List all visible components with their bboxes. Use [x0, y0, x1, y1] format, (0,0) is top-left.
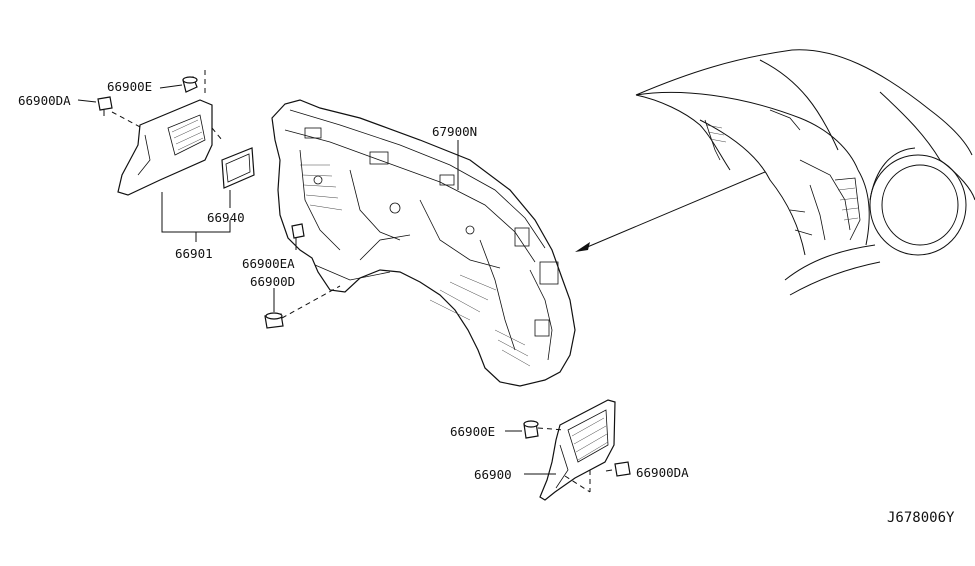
clip-bottom-66900DA [605, 461, 631, 477]
label-66900DA-bottom: 66900DA [636, 465, 689, 480]
location-arrow [575, 171, 766, 252]
clip-66900D [264, 312, 284, 329]
label-66900: 66900 [474, 467, 512, 482]
clip-bottom-66900E [523, 420, 539, 439]
label-66900E-bottom: 66900E [450, 424, 495, 439]
dash-insulator-part [271, 99, 576, 387]
clip-top-66900DA [97, 96, 113, 116]
label-66940: 66940 [207, 210, 245, 225]
clip-66900EA [291, 223, 305, 239]
label-67900N: 67900N [432, 124, 477, 139]
clip-top-66900E [182, 76, 198, 93]
label-66900E-top: 66900E [107, 79, 152, 94]
side-trim-upper-part [117, 99, 255, 196]
side-trim-lower-part [539, 399, 616, 501]
diagram-code: J678006Y [887, 510, 955, 526]
label-66900EA: 66900EA [242, 256, 295, 271]
label-66900DA-top: 66900DA [18, 93, 71, 108]
label-66900D: 66900D [250, 274, 295, 289]
vehicle-outline [635, 49, 975, 296]
label-66901: 66901 [175, 246, 213, 261]
